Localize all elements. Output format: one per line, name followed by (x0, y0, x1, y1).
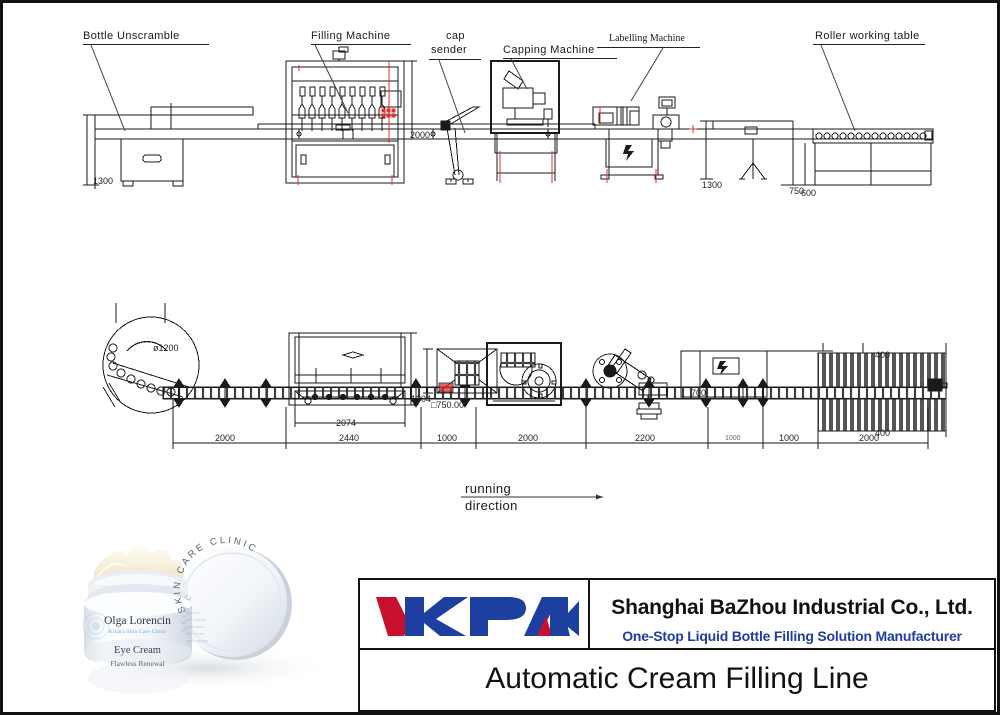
jar-brand: Olga Lorencin (104, 615, 171, 627)
dim-unscrambler-diameter: ø1200 (153, 343, 179, 353)
elevation-view (83, 46, 934, 189)
callout-roller-working-table: Roller working table (815, 30, 920, 42)
footer-banner: Shanghai BaZhou Industrial Co., Ltd. One… (358, 578, 996, 712)
dim-filler-depth: 1304 (411, 394, 432, 404)
jar-back-text-1: Benefits (186, 610, 200, 615)
dim-unscrambler-height: 1300 (93, 176, 114, 186)
callout-underline-labelling-machine (597, 47, 700, 48)
dim-labeller-depth: 700 (691, 388, 707, 398)
jar-back-text-3: application (186, 624, 206, 629)
jar-variant: Flawless Renewal (110, 659, 165, 668)
dim-roller-width-top: 400 (875, 350, 891, 360)
running-direction-line2: direction (465, 498, 518, 513)
baseline-dim-6: 1000 (725, 435, 741, 442)
dim-filler-height: 2000 (410, 130, 431, 140)
callout-underline-cap-sender (429, 59, 481, 60)
baseline-dim-2: 2440 (339, 433, 360, 443)
running-direction-line1: running (465, 481, 512, 496)
vkpak-logo (360, 580, 592, 652)
callout-filling-machine: Filling Machine (311, 30, 391, 42)
plan-view (102, 303, 948, 449)
baseline-dim-1: 2000 (215, 433, 236, 443)
callout-capping-machine: Capping Machine (503, 44, 595, 56)
callout-underline-capping-machine (503, 58, 617, 59)
callout-underline-filling-machine (311, 44, 411, 45)
jar-product: Eye Cream (114, 645, 161, 656)
drawing-title: Automatic Cream Filling Line (485, 662, 869, 695)
jar-back-text-4: Directions: (186, 631, 205, 636)
logo-box (358, 578, 590, 650)
running-direction-arrow (461, 494, 603, 500)
baseline-dim-5: 2200 (635, 433, 656, 443)
jar-clinic: Kinara Skin Care Clinic (108, 629, 167, 635)
dim-filler-width: 2074 (336, 418, 357, 428)
dim-labeller-height: 1300 (702, 180, 723, 190)
callout-bottle-unscrambler: Bottle Unscramble (83, 30, 180, 42)
baseline-dim-3: 1000 (437, 433, 458, 443)
jar-back-text-2: with regular (186, 617, 207, 622)
company-name: Shanghai BaZhou Industrial Co., Ltd. (611, 596, 973, 619)
vkpak-logo-mark (375, 597, 579, 636)
callout-underline-roller-working-table (813, 44, 925, 45)
jar-back-text-5: apply am/pm (186, 638, 209, 643)
product-photo: SKIN CARE CLINIC SKIN CARE CLI Benefits … (58, 508, 358, 712)
callout-underline-bottle-unscrambler (83, 44, 209, 45)
company-tagline: One-Stop Liquid Bottle Filling Solution … (622, 628, 962, 644)
baseline-dim-7: 1000 (779, 433, 800, 443)
callout-cap-sender-line2: sender (431, 44, 468, 56)
cream-jar-illustration: SKIN CARE CLINIC SKIN CARE CLI Benefits … (58, 508, 333, 694)
dim-roller-width-bottom: 400 (875, 428, 891, 438)
baseline-dim-8: 2000 (859, 433, 880, 443)
company-box: Shanghai BaZhou Industrial Co., Ltd. One… (590, 578, 996, 650)
dim-cap-sender-square: □750.00 (431, 400, 464, 410)
title-box: Automatic Cream Filling Line (358, 650, 996, 712)
callout-cap-sender-line1: cap (446, 30, 465, 42)
callout-labelling-machine: Labelling Machine (609, 33, 685, 44)
dim-conveyor-height: 600 (801, 188, 817, 198)
baseline-dim-4: 2000 (518, 433, 539, 443)
